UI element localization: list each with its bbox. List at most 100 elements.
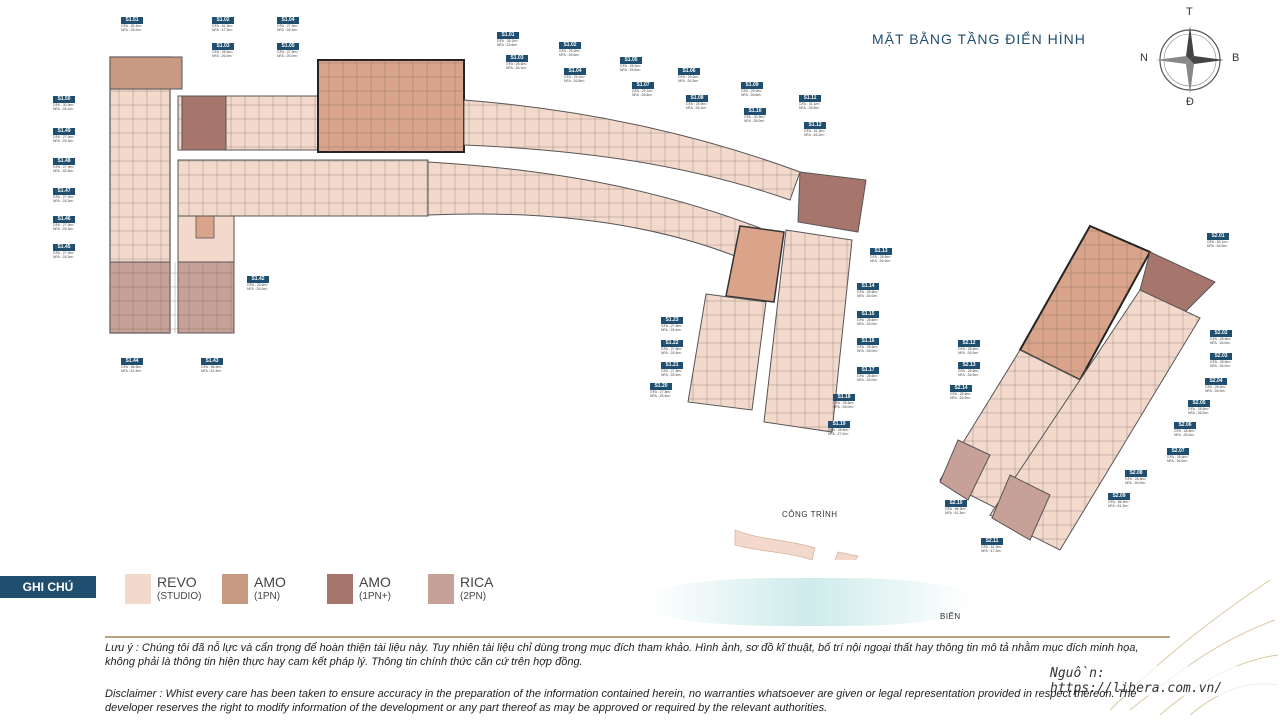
page-title: MẶT BẰNG TẦNG ĐIỂN HÌNH [872,31,1086,47]
unit-nfa: NFA : 26.0m² [857,349,878,353]
compass-west-label: N [1140,52,1148,64]
divider [105,636,1170,638]
unit-nfa: NFA : 26.0m² [857,322,878,326]
unit-nfa: NFA : 25.4m² [661,351,682,355]
unit-gfa: GFA : 29.2m² [564,75,585,79]
legend-name: AMO [254,574,286,590]
legend-name: AMO [359,574,391,590]
unit-code: S1.19 [828,421,850,428]
unit-nfa: NFA : 61.3m² [945,511,966,515]
unit-nfa: NFA : 26.0m² [1125,481,1146,485]
unit-code: S1.15 [857,311,879,318]
unit-nfa: NFA : 26.0m² [857,378,878,382]
unit-gfa: GFA : 28.6m² [828,428,849,432]
building-2 [939,224,1216,551]
note-text: Lưu ý : Chúng tôi đã nỗ lực và cẩn trọng… [105,642,1139,668]
unit-nfa: NFA : 25.4m² [650,394,671,398]
unit-gfa: GFA : 28.0m² [620,64,641,68]
unit-nfa: NFA : 26.0m² [1210,364,1231,368]
unit-nfa: NFA : 26.0m² [247,287,268,291]
unit-code: S1.03 [212,43,234,50]
unit-code: S1.49 [53,128,75,135]
unit-gfa: GFA : 28.6m² [857,318,878,322]
unit-code: S1.12 [804,122,826,129]
unit-gfa: GFA : 61.9m² [981,545,1002,549]
unit-gfa: GFA : 28.6m² [870,255,891,259]
unit-code: S2.01 [1207,233,1229,240]
unit-nfa: NFA : 26.0m² [833,405,854,409]
unit-code: S1.01 [497,32,519,39]
unit-gfa: GFA : 28.6m² [1205,385,1226,389]
unit-nfa: NFA : 61.3m² [121,369,142,373]
legend-sub: (1PN) [254,591,281,602]
unit-gfa: GFA : 27.9m² [53,251,74,255]
unit-code: S1.13 [870,248,892,255]
unit-nfa: NFA : 25.3m² [53,139,74,143]
site-minimap [734,529,859,560]
unit-gfa: GFA : 28.6m² [1174,429,1195,433]
unit-nfa: NFA : 25.3m² [53,227,74,231]
unit-code: S1.05 [620,57,642,64]
unit-code: S1.10 [744,108,766,115]
unit-code: S2.07 [1167,448,1189,455]
unit-nfa: NFA : 27.0m² [828,432,849,436]
unit-nfa: NFA : 61.3m² [1108,504,1129,508]
unit-gfa: GFA : 29.1m² [632,89,653,93]
unit-gfa: GFA : 28.6m² [833,401,854,405]
legend-swatch-amo-plus [327,574,353,604]
unit-code: S2.12 [958,340,980,347]
unit-nfa: NFA : 25.6m² [620,68,641,72]
building-1-west-wing [109,56,235,334]
unit-code: S1.07 [632,82,654,89]
unit-gfa: GFA : 27.8m² [661,369,682,373]
unit-nfa: NFA : 28.5m² [799,106,820,110]
unit-code: S1.47 [53,188,75,195]
unit-nfa: NFA : 26.0m² [950,396,971,400]
unit-code: S2.06 [1174,422,1196,429]
legend-swatch-rica [428,574,454,604]
unit-gfa: GFA : 28.6m² [1210,337,1231,341]
unit-nfa: NFA : 26.0m² [1167,459,1188,463]
unit-nfa: NFA : 47.3m² [212,28,233,32]
building-1-east-wing [687,225,853,433]
unit-gfa: GFA : 27.9m² [277,50,298,54]
disclaimer-text: Disclaimer : Whist every care has been t… [105,688,1137,714]
compass-rose-icon [1156,26,1224,94]
unit-code: S2.02 [1210,330,1232,337]
unit-code: S1.18 [833,394,855,401]
unit-code: S1.05 [277,43,299,50]
unit-nfa: NFA : 47.3m² [981,549,1002,553]
unit-gfa: GFA : 66.6m² [121,365,142,369]
source-text: Nguồn: https://libera.com.vn/ [1050,666,1280,696]
unit-code: S2.13 [958,362,980,369]
unit-code: S1.08 [686,95,708,102]
unit-gfa: GFA : 29.0m² [741,89,762,93]
building-1-curved-segment [427,99,867,259]
unit-gfa: GFA : 27.8m² [650,390,671,394]
unit-nfa: NFA : 26.8m² [564,79,585,83]
unit-gfa: GFA : 28.6m² [950,392,971,396]
